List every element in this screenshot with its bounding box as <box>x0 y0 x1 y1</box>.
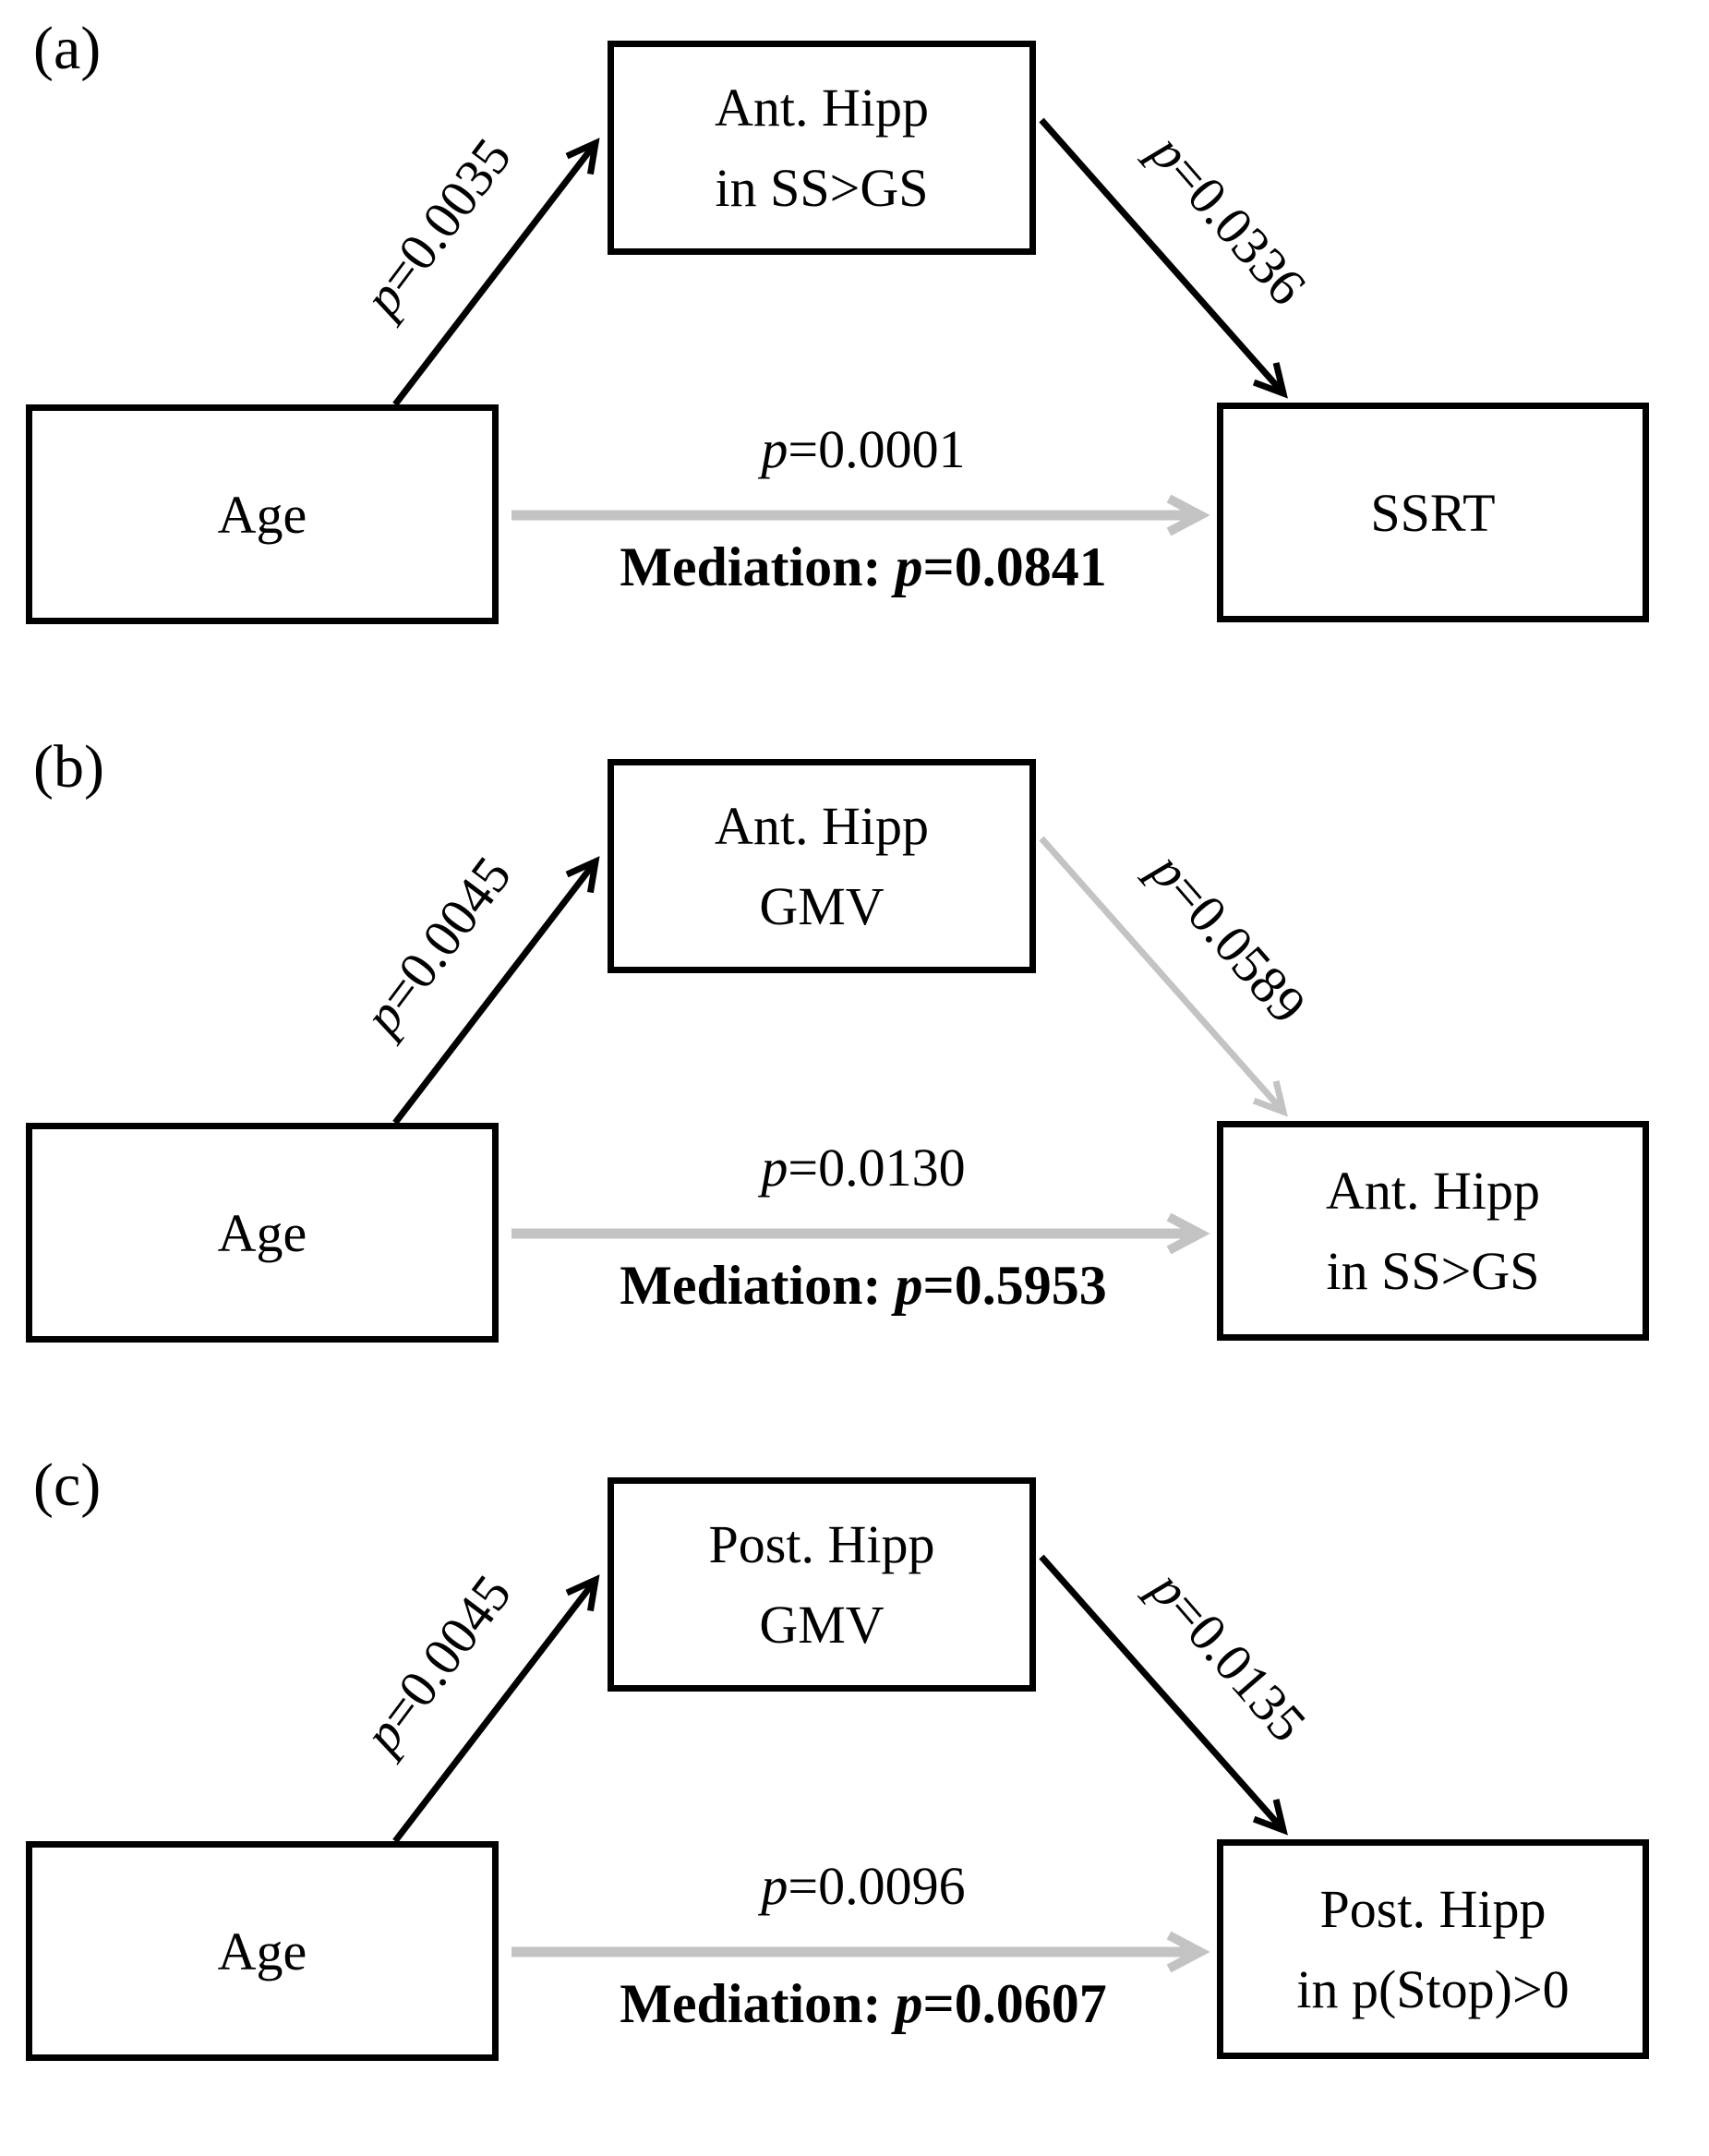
arrow-age-to-mediator <box>392 1574 600 1844</box>
direct-path-pvalue: p=0.0096 <box>761 1856 966 1916</box>
outcome-line1: SSRT <box>1370 482 1496 543</box>
mediation-pvalue: Mediation: p=0.0607 <box>620 1973 1107 2034</box>
outcome-line1: Post. Hipp <box>1319 1879 1547 1939</box>
predictor-line1: Age <box>217 1921 307 1981</box>
outcome-line1: Ant. Hipp <box>1326 1161 1540 1221</box>
mediator-line2: GMV <box>759 876 885 936</box>
direct-path-pvalue: p=0.0001 <box>761 419 966 479</box>
panel-a-arrows <box>392 117 1288 536</box>
mediator-line1: Ant. Hipp <box>715 78 929 138</box>
arrow-mediator-to-outcome <box>1039 1554 1288 1836</box>
panel-c: (c) Post. Hipp GMV Age Post. Hipp in p(S… <box>0 1437 1709 2155</box>
outcome-box: SSRT <box>1217 403 1649 622</box>
predictor-box: Age <box>26 1841 499 2061</box>
arrow-mediator-to-outcome <box>1039 836 1288 1117</box>
predictor-box: Age <box>26 1123 499 1343</box>
mediation-pvalue: Mediation: p=0.5953 <box>620 1255 1107 1316</box>
predictor-line1: Age <box>217 1202 307 1263</box>
panel-label: (b) <box>33 733 104 801</box>
arrow-age-to-mediator <box>392 856 600 1126</box>
panel-label: (a) <box>33 15 102 82</box>
mediator-box: Ant. Hipp GMV <box>608 759 1036 973</box>
direct-path-pvalue: p=0.0130 <box>761 1138 966 1198</box>
mediator-line1: Ant. Hipp <box>715 796 929 856</box>
predictor-box: Age <box>26 404 499 624</box>
panel-c-arrows <box>392 1554 1288 1973</box>
predictor-line1: Age <box>217 484 307 545</box>
mediator-box: Ant. Hipp in SS>GS <box>608 41 1036 255</box>
mediator-line1: Post. Hipp <box>708 1514 935 1574</box>
panel-label: (c) <box>33 1451 102 1519</box>
panel-b: (b) Ant. Hipp GMV Age Ant. Hipp in SS>GS… <box>0 718 1709 1437</box>
arrow-age-to-mediator <box>392 138 600 407</box>
outcome-box: Post. Hipp in p(Stop)>0 <box>1217 1839 1649 2059</box>
panel-b-arrows <box>392 836 1288 1255</box>
mediator-line2: in SS>GS <box>715 158 929 218</box>
arrow-mediator-to-outcome <box>1039 117 1288 399</box>
outcome-line2: in p(Stop)>0 <box>1296 1959 1570 2019</box>
mediation-pvalue: Mediation: p=0.0841 <box>620 536 1107 597</box>
outcome-line2: in SS>GS <box>1326 1241 1540 1301</box>
mediator-box: Post. Hipp GMV <box>608 1477 1036 1692</box>
panel-a: (a) Ant. Hipp in SS>GS Age SSRT p=0.0035… <box>0 0 1709 718</box>
outcome-box: Ant. Hipp in SS>GS <box>1217 1121 1649 1341</box>
mediator-line2: GMV <box>759 1595 885 1655</box>
